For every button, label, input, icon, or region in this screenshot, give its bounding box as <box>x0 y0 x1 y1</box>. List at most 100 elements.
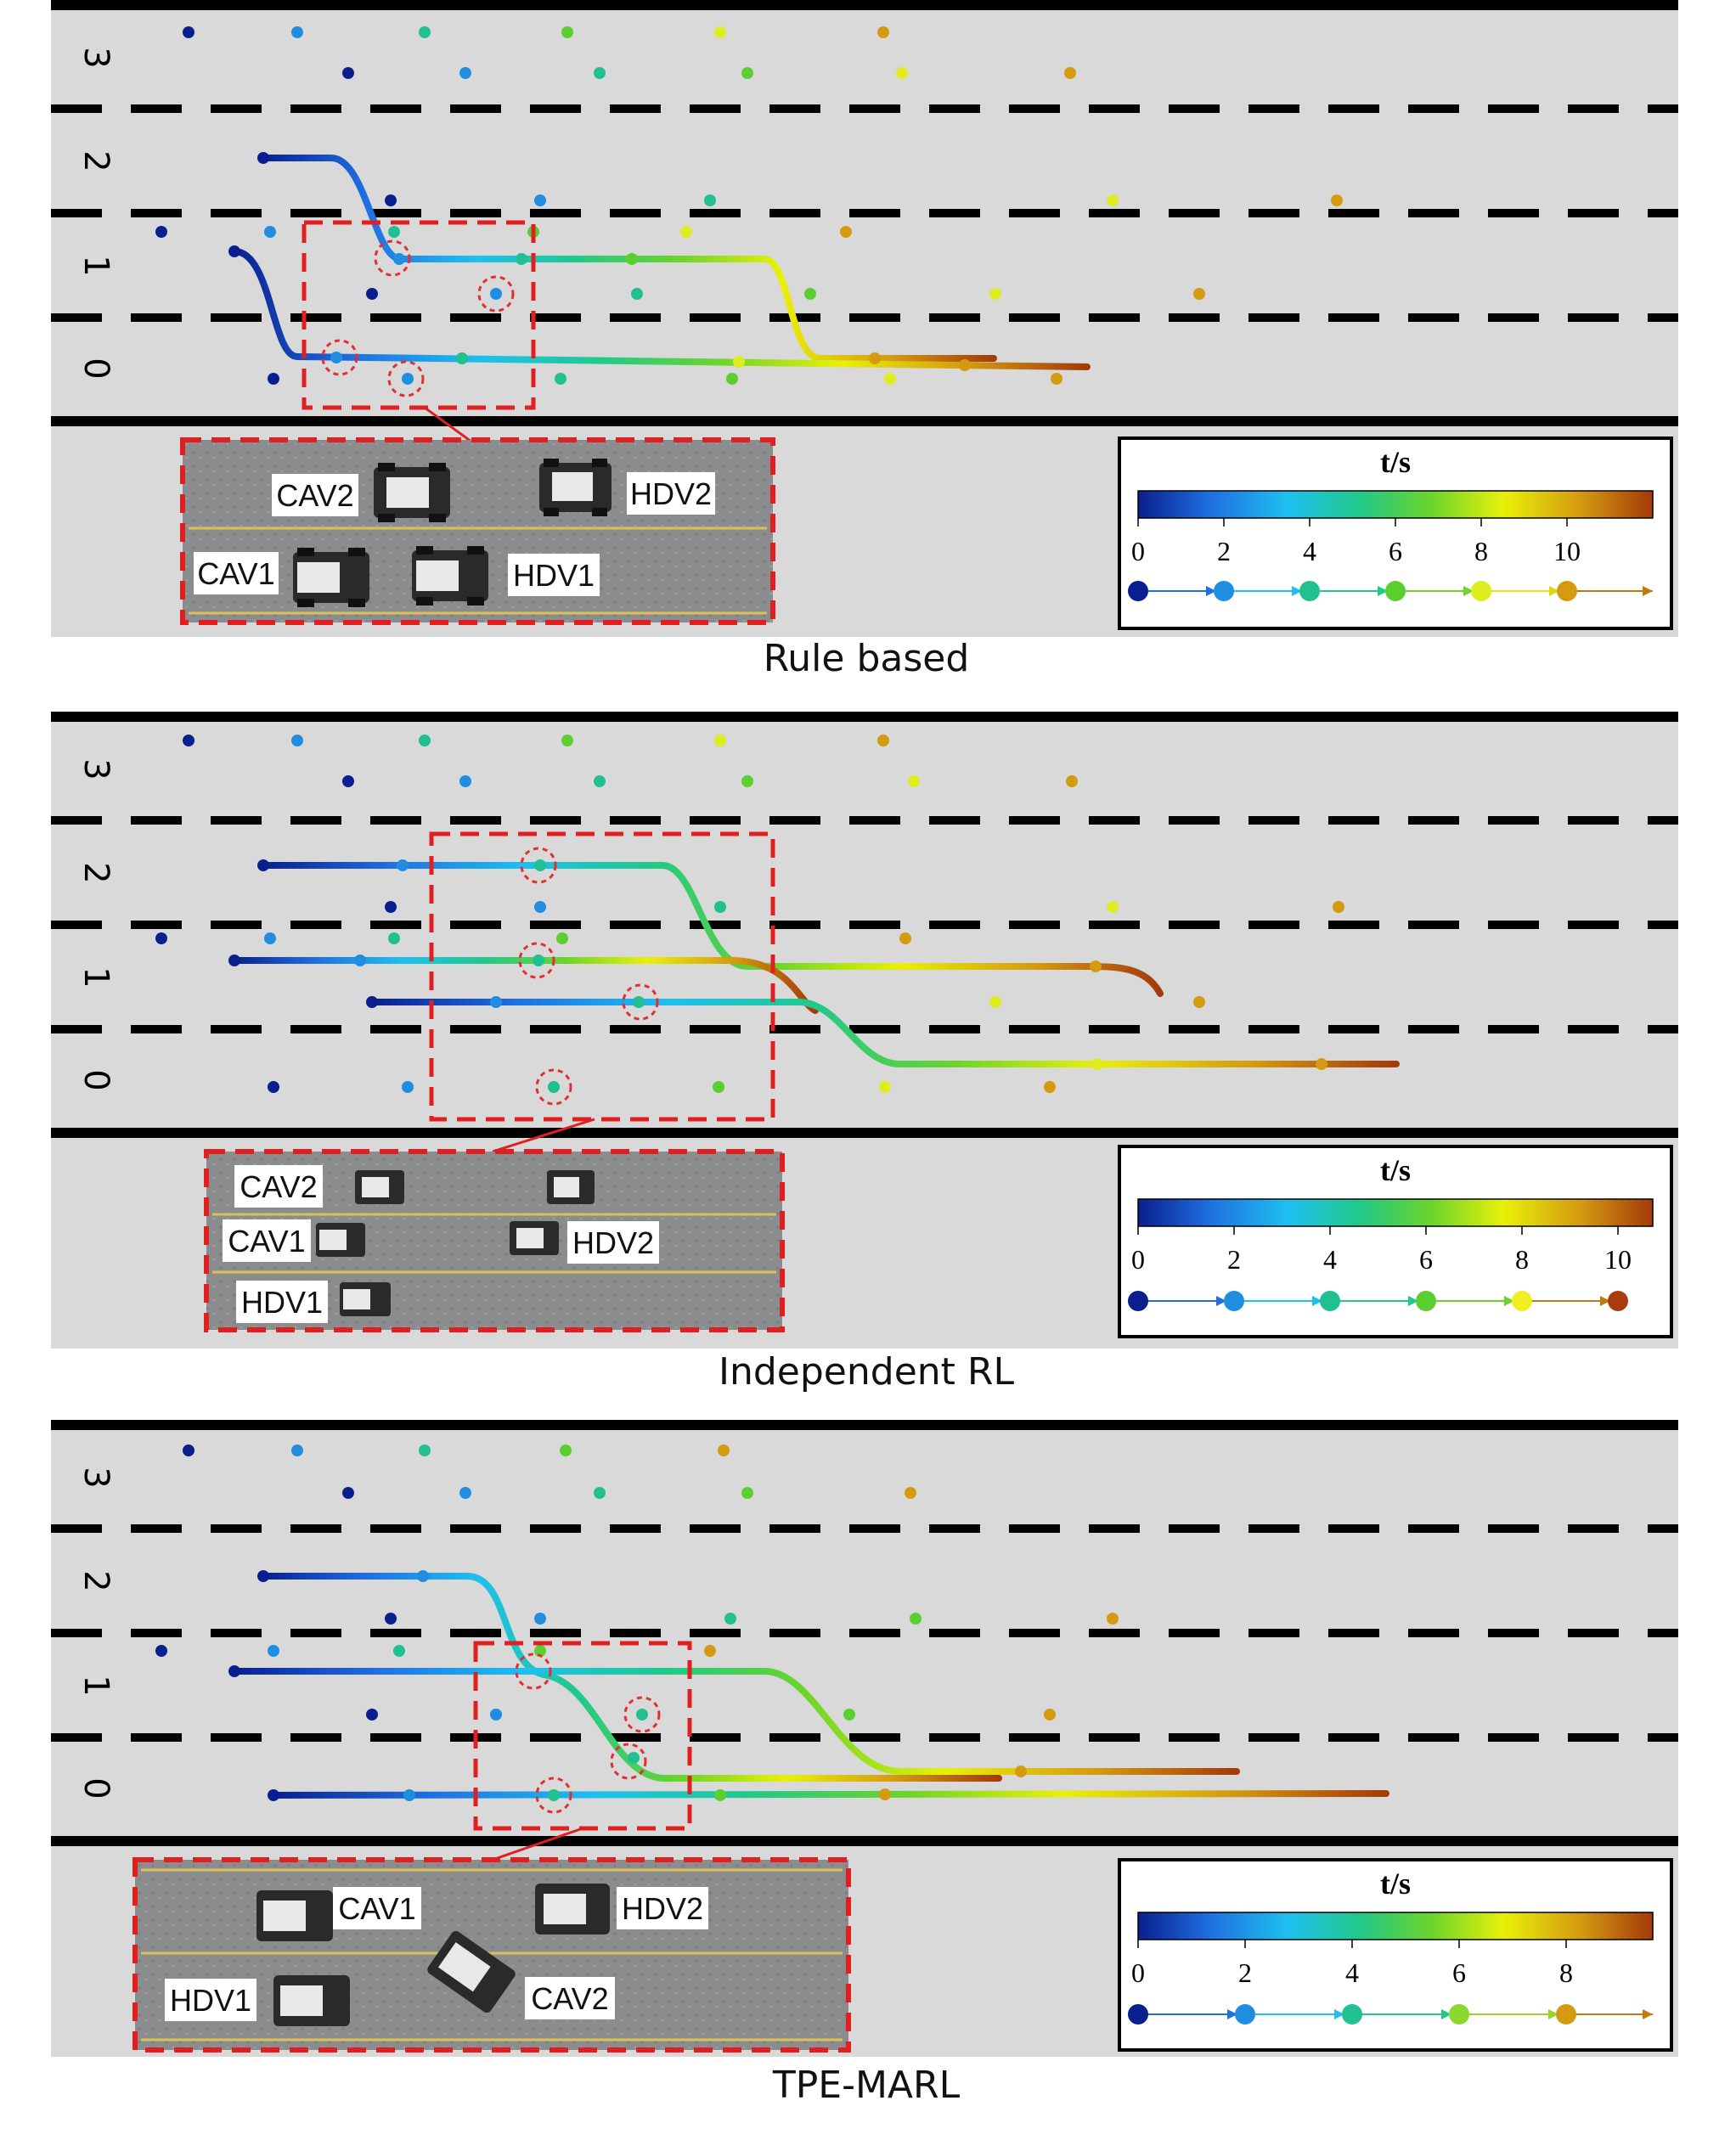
road-edge-bottom <box>51 1128 1678 1138</box>
photo-inset: CAV2 HDV2 CAV1 HDV1 <box>180 437 775 625</box>
vehicle-label: HDV1 <box>241 1285 323 1320</box>
vehicle-label: HDV1 <box>170 1983 251 2018</box>
time-marker <box>840 226 852 238</box>
time-marker <box>714 901 726 913</box>
time-marker <box>366 288 378 300</box>
time-marker <box>726 373 738 385</box>
vehicle-label: HDV2 <box>572 1225 654 1260</box>
lane-label: 0 <box>76 358 116 379</box>
time-marker <box>268 373 279 385</box>
time-marker <box>534 194 546 206</box>
colorbar-tick: 2 <box>1217 536 1231 566</box>
time-marker <box>1107 194 1119 206</box>
vehicle-robot <box>355 1170 404 1204</box>
time-marker <box>704 194 716 206</box>
time-marker <box>402 1081 414 1093</box>
panel-independent-rl: 3 2 1 0 <box>51 712 1678 1394</box>
vehicle-label: CAV2 <box>240 1169 317 1204</box>
colorbar-tick: 2 <box>1238 1957 1252 1988</box>
time-marker <box>228 1665 240 1677</box>
highlight-circle <box>535 1068 572 1106</box>
time-marker <box>264 932 276 944</box>
time-marker <box>714 1789 726 1801</box>
legend-box <box>1118 1145 1673 1338</box>
colorbar-title: t/s <box>1380 1153 1411 1187</box>
vehicle-label-bg <box>165 1979 256 2021</box>
time-marker <box>556 932 568 944</box>
lane-label: 2 <box>76 150 116 172</box>
time-marker <box>291 26 303 38</box>
vehicle-label-bg <box>194 552 279 594</box>
vehicle-label: CAV1 <box>338 1891 415 1926</box>
time-marker <box>419 26 431 38</box>
time-marker <box>910 1613 922 1625</box>
vehicle-label-bg <box>236 1281 328 1323</box>
time-marker <box>1331 194 1343 206</box>
time-marker <box>419 1444 431 1456</box>
colorbar-tick: 0 <box>1131 536 1145 566</box>
highlight-circle <box>374 239 411 277</box>
time-marker <box>385 194 397 206</box>
colorbar-tick: 0 <box>1131 1957 1145 1988</box>
highlight-circle <box>535 1777 572 1814</box>
time-marker <box>1090 960 1102 972</box>
trajectories <box>158 737 1400 1090</box>
time-marker <box>877 26 889 38</box>
vehicle-label-bg <box>508 554 600 596</box>
time-marker <box>1316 1058 1327 1070</box>
time-marker <box>741 1487 753 1499</box>
time-marker <box>718 1444 730 1456</box>
time-marker <box>869 352 881 364</box>
panel-caption: Rule based <box>764 637 970 680</box>
zoom-connector <box>424 406 472 443</box>
time-marker <box>561 26 573 38</box>
time-marker <box>899 932 911 944</box>
time-marker <box>626 253 638 265</box>
time-marker <box>1333 901 1344 913</box>
trajectory-line <box>231 1668 1240 1775</box>
road-edge-top <box>51 712 1678 722</box>
vehicle-label-bg <box>567 1221 659 1264</box>
highlight-circle <box>321 339 358 376</box>
time-marker <box>257 859 269 871</box>
time-marker <box>908 775 920 787</box>
lane-label: 1 <box>76 1675 116 1696</box>
road-edge-bottom <box>51 416 1678 426</box>
time-markers <box>155 1444 1119 1801</box>
time-marker <box>594 775 606 787</box>
time-marker <box>1015 1766 1027 1777</box>
colorbar-tick: 8 <box>1515 1244 1529 1275</box>
panel-caption: TPE-MARL <box>772 2064 961 2107</box>
time-marker <box>459 67 471 79</box>
time-marker <box>548 1081 560 1093</box>
colorbar-tick: 10 <box>1553 536 1581 566</box>
legend-marker-strip <box>1128 581 1653 601</box>
trajectory-line <box>260 862 1164 997</box>
time-marker <box>397 859 409 871</box>
vehicle-label: CAV1 <box>228 1224 305 1259</box>
time-marker <box>631 288 643 300</box>
vehicle-label: CAV2 <box>276 478 353 513</box>
time-marker <box>385 1613 397 1625</box>
vehicle-robot <box>539 459 612 516</box>
vehicle-label: CAV2 <box>531 1981 608 2016</box>
time-marker <box>1107 901 1119 913</box>
colorbar-tick: 6 <box>1389 536 1402 566</box>
inset-photo-frame <box>132 1857 851 2053</box>
lane-label: 3 <box>76 47 116 68</box>
road-edge-bottom <box>51 1836 1678 1846</box>
time-marker <box>534 1645 546 1657</box>
time-marker <box>1193 288 1205 300</box>
colorbar-legend: t/s 0 2 4 6 8 10 <box>1118 436 1673 630</box>
colorbar-tick: 4 <box>1323 1244 1337 1275</box>
time-marker <box>354 955 366 966</box>
time-marker <box>459 1487 471 1499</box>
time-marker <box>268 1645 279 1657</box>
time-marker <box>534 901 546 913</box>
time-marker <box>896 67 908 79</box>
time-marker <box>1044 1081 1056 1093</box>
time-marker <box>183 1444 194 1456</box>
time-marker <box>490 1709 502 1720</box>
colorbar-tick: 4 <box>1345 1957 1359 1988</box>
vehicle-label-bg <box>333 1887 421 1929</box>
